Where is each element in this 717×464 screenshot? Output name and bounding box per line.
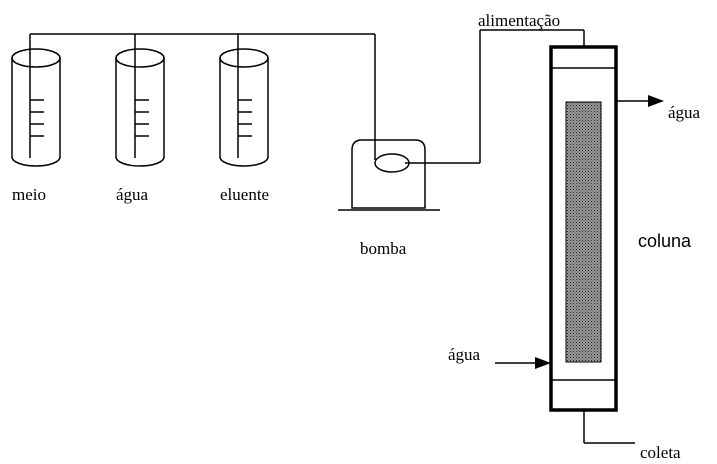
label-coluna: coluna (638, 231, 692, 251)
label-meio: meio (12, 185, 46, 204)
label-agua-inlet: água (448, 345, 481, 364)
label-agua-outlet: água (668, 103, 701, 122)
label-agua-vessel: água (116, 185, 149, 204)
label-coleta: coleta (640, 443, 681, 462)
vessel-eluente (219, 48, 269, 167)
water-outlet-arrow (616, 95, 664, 107)
column-packing (565, 101, 602, 363)
column (549, 45, 618, 412)
collection-tubing (583, 410, 635, 444)
label-eluente: eluente (220, 185, 269, 204)
manifold-tubing (29, 33, 376, 160)
feed-tubing (405, 29, 585, 164)
water-inlet-arrow (495, 357, 551, 369)
label-alimentacao: alimentação (478, 11, 560, 30)
vessel-agua (115, 48, 165, 167)
label-bomba: bomba (360, 239, 407, 258)
pump (338, 139, 440, 211)
vessel-meio (11, 48, 61, 167)
